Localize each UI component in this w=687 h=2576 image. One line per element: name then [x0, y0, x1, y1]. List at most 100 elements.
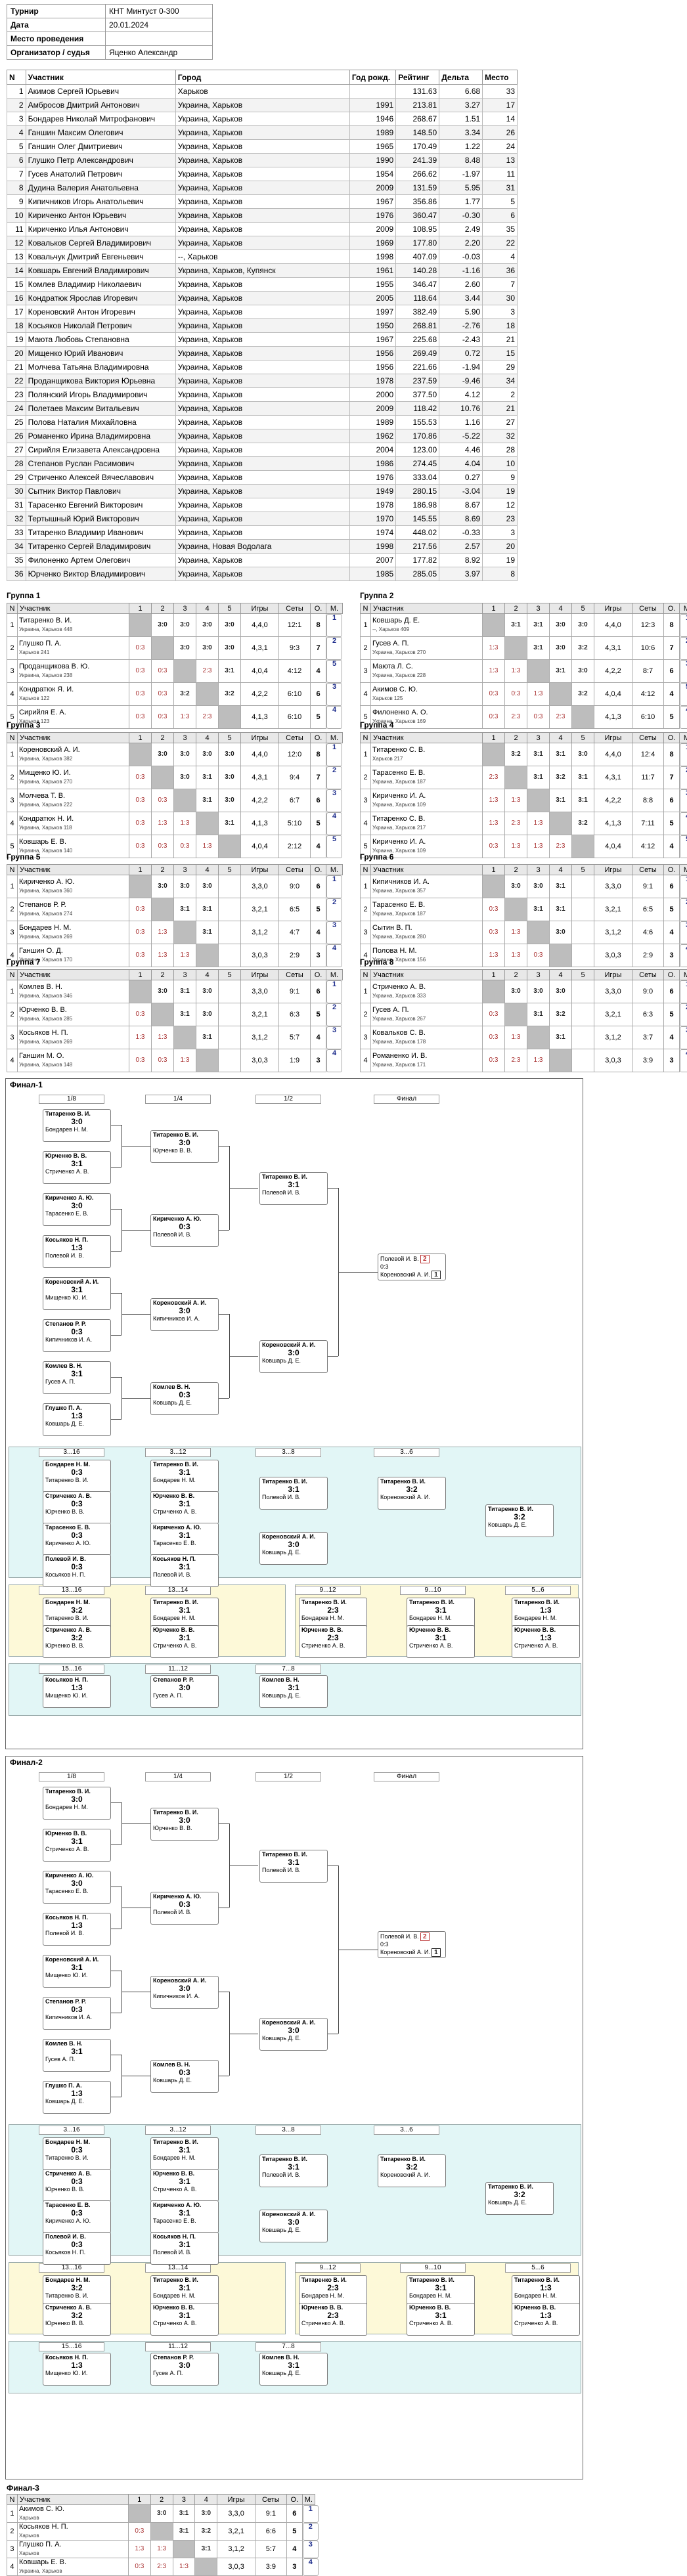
group-sets: 5:10 — [279, 812, 311, 835]
match-score: 0:3 — [45, 2209, 108, 2217]
bracket-line — [328, 1356, 338, 1357]
player-city: Украина, Харьков 382 — [19, 754, 127, 763]
group-header: Игры — [594, 865, 632, 875]
player-name: Мищенко Ю. И. — [19, 769, 71, 777]
match-score: 3:0 — [153, 1984, 216, 1993]
group-score — [219, 706, 241, 729]
participant-cell: 6.68 — [439, 85, 483, 98]
group-row-index: 1 — [7, 743, 18, 766]
match-score: 3:2 — [380, 1485, 443, 1494]
group-games: 3,2,1 — [594, 898, 632, 921]
group-header: N — [7, 603, 18, 614]
group-games: 3,1,2 — [241, 921, 279, 944]
participant-cell: Глушко Петр Александрович — [26, 154, 175, 167]
participant-cell: 5 — [483, 195, 518, 209]
group-score — [527, 1026, 550, 1049]
group-score — [572, 944, 594, 967]
group-score — [572, 921, 594, 944]
group-score: 0:3 — [483, 706, 505, 729]
participant-cell: 3 — [483, 305, 518, 319]
group-place: 1 — [326, 980, 342, 1003]
final3-index: 3 — [7, 2541, 18, 2558]
participant-cell: 16 — [7, 292, 26, 305]
group-score: 0:3 — [505, 683, 527, 706]
participant-cell: 12 — [483, 498, 518, 512]
player-name: Сирийля Е. А. — [19, 709, 66, 716]
final3-header: Участник — [17, 2495, 128, 2505]
group-score: 3:0 — [219, 614, 241, 637]
match-player-b: Титаренко В. И. — [45, 1477, 108, 1484]
match-score: 3:1 — [153, 2209, 216, 2217]
final3-points: 4 — [286, 2541, 302, 2558]
match-score: 3:0 — [153, 1139, 216, 1147]
participant-cell: Сирийля Елизавета Александровна — [26, 443, 175, 457]
bracket-line — [219, 1314, 229, 1315]
participant-cell: 2 — [483, 388, 518, 402]
group-player: Стриченко А. В.Украина, Харьков 333 — [371, 980, 483, 1003]
match-score: 3:1 — [45, 1370, 108, 1378]
group-title: Группа 5 — [7, 852, 40, 862]
group-player: Гусев А. П.Украина, Харьков 267 — [371, 1003, 483, 1026]
player-city: Украина, Харьков — [19, 2567, 127, 2575]
match-player-b: Полевой И. В. — [262, 1494, 325, 1501]
info-value: 20.01.2024 — [106, 18, 213, 32]
group-title: Группа 4 — [360, 720, 393, 730]
player-name: Филоненко А. О. — [372, 709, 428, 716]
player-city: Украина, Харьков 222 — [19, 800, 127, 809]
match-player-b: Кипичников И. А. — [153, 1315, 216, 1322]
participant-cell: 24 — [483, 140, 518, 154]
match-player-b: Бондарев Н. М. — [45, 1804, 108, 1811]
group-sets: 6:10 — [279, 683, 311, 706]
match-player-b: Ковшарь Д. Е. — [488, 2199, 551, 2206]
group-score — [196, 812, 219, 835]
group-header: 2 — [152, 603, 174, 614]
participant-cell: 32 — [483, 429, 518, 443]
participant-cell: 3.27 — [439, 98, 483, 112]
group-header: М. — [680, 865, 687, 875]
bracket-line — [328, 1188, 338, 1189]
group-score: 3:1 — [174, 1003, 196, 1026]
group-score — [219, 898, 241, 921]
player-name: Ковшарь Е. В. — [19, 838, 66, 846]
group-score: 3:0 — [174, 875, 196, 898]
group-player: Титаренко С. В.Харьков 217 — [371, 743, 483, 766]
group-score: 3:2 — [505, 743, 527, 766]
participant-cell: 4 — [7, 126, 26, 140]
group-header: Игры — [241, 603, 279, 614]
participant-cell: 33 — [7, 526, 26, 540]
round-header: 1/8 — [39, 1772, 104, 1781]
participant-cell: -1.94 — [439, 360, 483, 374]
group-score: 0:3 — [152, 835, 174, 858]
participant-cell: 186.98 — [396, 498, 439, 512]
group-header: N — [361, 865, 371, 875]
participant-cell: Украина, Харьков — [175, 167, 349, 181]
group-games: 3,2,1 — [241, 898, 279, 921]
section-label: 9...10 — [400, 2263, 466, 2273]
group-points: 3 — [311, 1049, 326, 1072]
group-score: 3:1 — [527, 637, 550, 660]
group-score: 3:0 — [527, 980, 550, 1003]
participant-cell: Стриченко Алексей Вячеславович — [26, 471, 175, 485]
group-score — [572, 898, 594, 921]
match-score: 3:0 — [45, 1202, 108, 1210]
group-score: 0:3 — [152, 789, 174, 812]
participant-cell: 6 — [7, 154, 26, 167]
group-score: 1:3 — [505, 660, 527, 683]
group-points: 3 — [311, 944, 326, 967]
